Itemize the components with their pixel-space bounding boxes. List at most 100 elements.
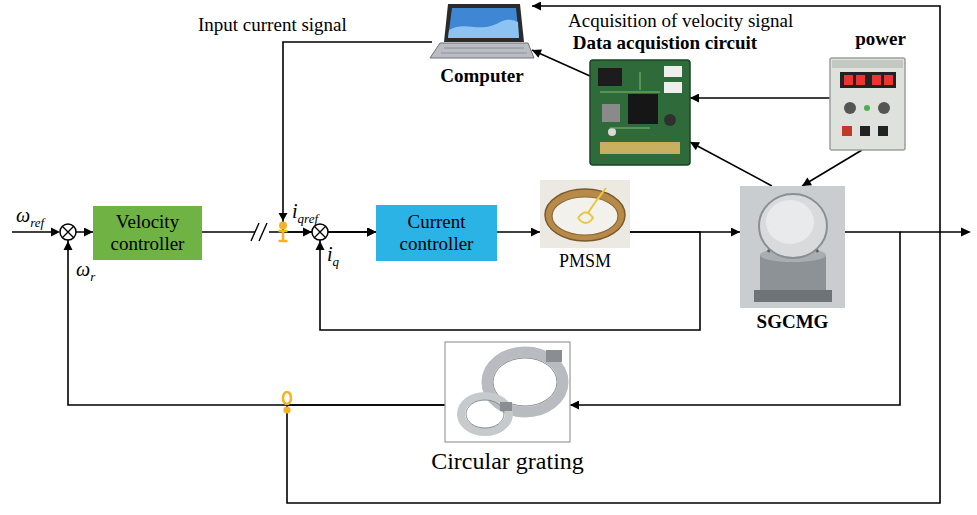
motor-photo <box>540 180 630 248</box>
break-symbol <box>251 223 267 241</box>
input-line <box>51 228 60 237</box>
power-supply-photo <box>840 72 896 88</box>
symbol-letter: i <box>327 243 333 265</box>
symbol-subscript: qref <box>298 211 318 226</box>
summing-junction <box>316 241 325 250</box>
signal-symbol: ωref <box>16 204 44 234</box>
circuit-board-photo <box>664 66 682 77</box>
encoder-photo <box>546 350 562 362</box>
encoder-photo <box>500 402 512 411</box>
power-supply-photo <box>842 126 852 136</box>
motor-photo <box>552 197 618 235</box>
laptop-icon <box>430 4 534 58</box>
part-label: Computer <box>440 66 523 87</box>
signal-symbol: iq <box>327 243 339 273</box>
computer-node: Computer <box>432 4 532 60</box>
power-supply-photo <box>844 102 856 114</box>
encoder-node: Circular grating <box>445 342 570 442</box>
switch-symbol <box>279 222 287 230</box>
signal-connector <box>497 231 540 233</box>
signal-label: Acquisition of velocity signal <box>566 10 795 32</box>
switch-symbol <box>279 231 288 241</box>
summing-junction <box>60 224 76 250</box>
signal-connector <box>287 6 940 503</box>
switch-symbol <box>283 392 291 414</box>
motor-photo <box>578 213 593 224</box>
output-line <box>900 228 971 237</box>
motor-photo <box>545 189 625 241</box>
switch-symbol <box>279 213 288 241</box>
gyroscope-node: SGCMG <box>740 186 845 308</box>
laptop-icon <box>448 8 519 38</box>
switch-symbol <box>283 406 290 413</box>
break-symbol <box>251 223 269 241</box>
gyroscope-photo <box>740 186 845 308</box>
circuit-board-photo <box>600 72 660 128</box>
part-label: Circular grating <box>431 448 584 474</box>
signal-connector <box>283 42 432 232</box>
gyroscope-photo <box>766 200 814 244</box>
motor-photo <box>588 188 606 213</box>
power-supply-photo <box>878 102 890 114</box>
signal-connector <box>532 50 590 76</box>
summing-junction <box>312 224 328 240</box>
power-supply-photo <box>872 75 881 85</box>
laptop-icon <box>444 4 524 42</box>
signal-connector <box>570 232 900 405</box>
motor-node: PMSM <box>540 180 630 248</box>
output-line <box>900 231 964 233</box>
daq-board-node: Data acquistion circuit <box>590 60 690 165</box>
circuit-board-photo <box>664 114 676 126</box>
encoder-photo <box>445 342 570 442</box>
power-supply-photo <box>884 75 893 85</box>
box-label: Velocity controller <box>100 211 195 255</box>
circuit-board-photo <box>590 60 690 165</box>
power-supply-photo <box>830 58 905 150</box>
encoder-photo <box>445 342 570 442</box>
switch-symbol <box>283 392 291 404</box>
power-supply-photo <box>830 58 905 150</box>
signal-symbol: iqref <box>292 200 318 230</box>
motor-photo <box>540 180 630 248</box>
encoder-photo <box>461 396 509 432</box>
part-label: SGCMG <box>757 312 829 333</box>
symbol-subscript: q <box>333 254 340 269</box>
symbol-letter: ω <box>16 204 30 226</box>
signal-connector <box>690 142 772 186</box>
controller-box: Velocity controller <box>93 206 202 260</box>
power-supply-photo <box>860 126 870 136</box>
power-supply-photo <box>832 60 903 68</box>
gyroscope-photo <box>754 290 832 302</box>
laptop-icon <box>430 43 534 58</box>
power-supply-photo <box>878 126 888 136</box>
signal-connector <box>690 97 830 99</box>
summing-junction <box>64 241 73 250</box>
circuit-board-photo <box>600 142 680 154</box>
power-supply-photo <box>856 75 865 85</box>
symbol-subscript: ref <box>30 215 44 230</box>
power-supply-photo <box>844 75 853 85</box>
summing-junction <box>62 226 73 237</box>
circuit-board-photo <box>590 60 690 165</box>
box-label: Current controller <box>383 211 490 255</box>
gyroscope-photo <box>759 194 827 258</box>
laptop-icon <box>441 48 527 53</box>
encoder-photo <box>466 400 504 428</box>
power-supply-node: power <box>830 58 905 150</box>
summing-junction <box>303 228 312 237</box>
summing-junction <box>303 224 328 250</box>
circuit-board-photo <box>664 82 682 93</box>
switch-symbol <box>279 213 288 221</box>
summing-junction <box>314 226 325 237</box>
laptop-icon <box>448 20 519 38</box>
part-label: Data acquistion circuit <box>573 33 757 54</box>
input-line <box>12 231 54 233</box>
symbol-letter: i <box>292 200 298 222</box>
output-line <box>961 228 971 237</box>
power-supply-photo <box>864 105 870 111</box>
symbol-subscript: r <box>90 269 95 284</box>
circuit-board-photo <box>598 68 622 86</box>
part-label: PMSM <box>559 252 611 272</box>
symbol-letter: ω <box>76 258 90 280</box>
